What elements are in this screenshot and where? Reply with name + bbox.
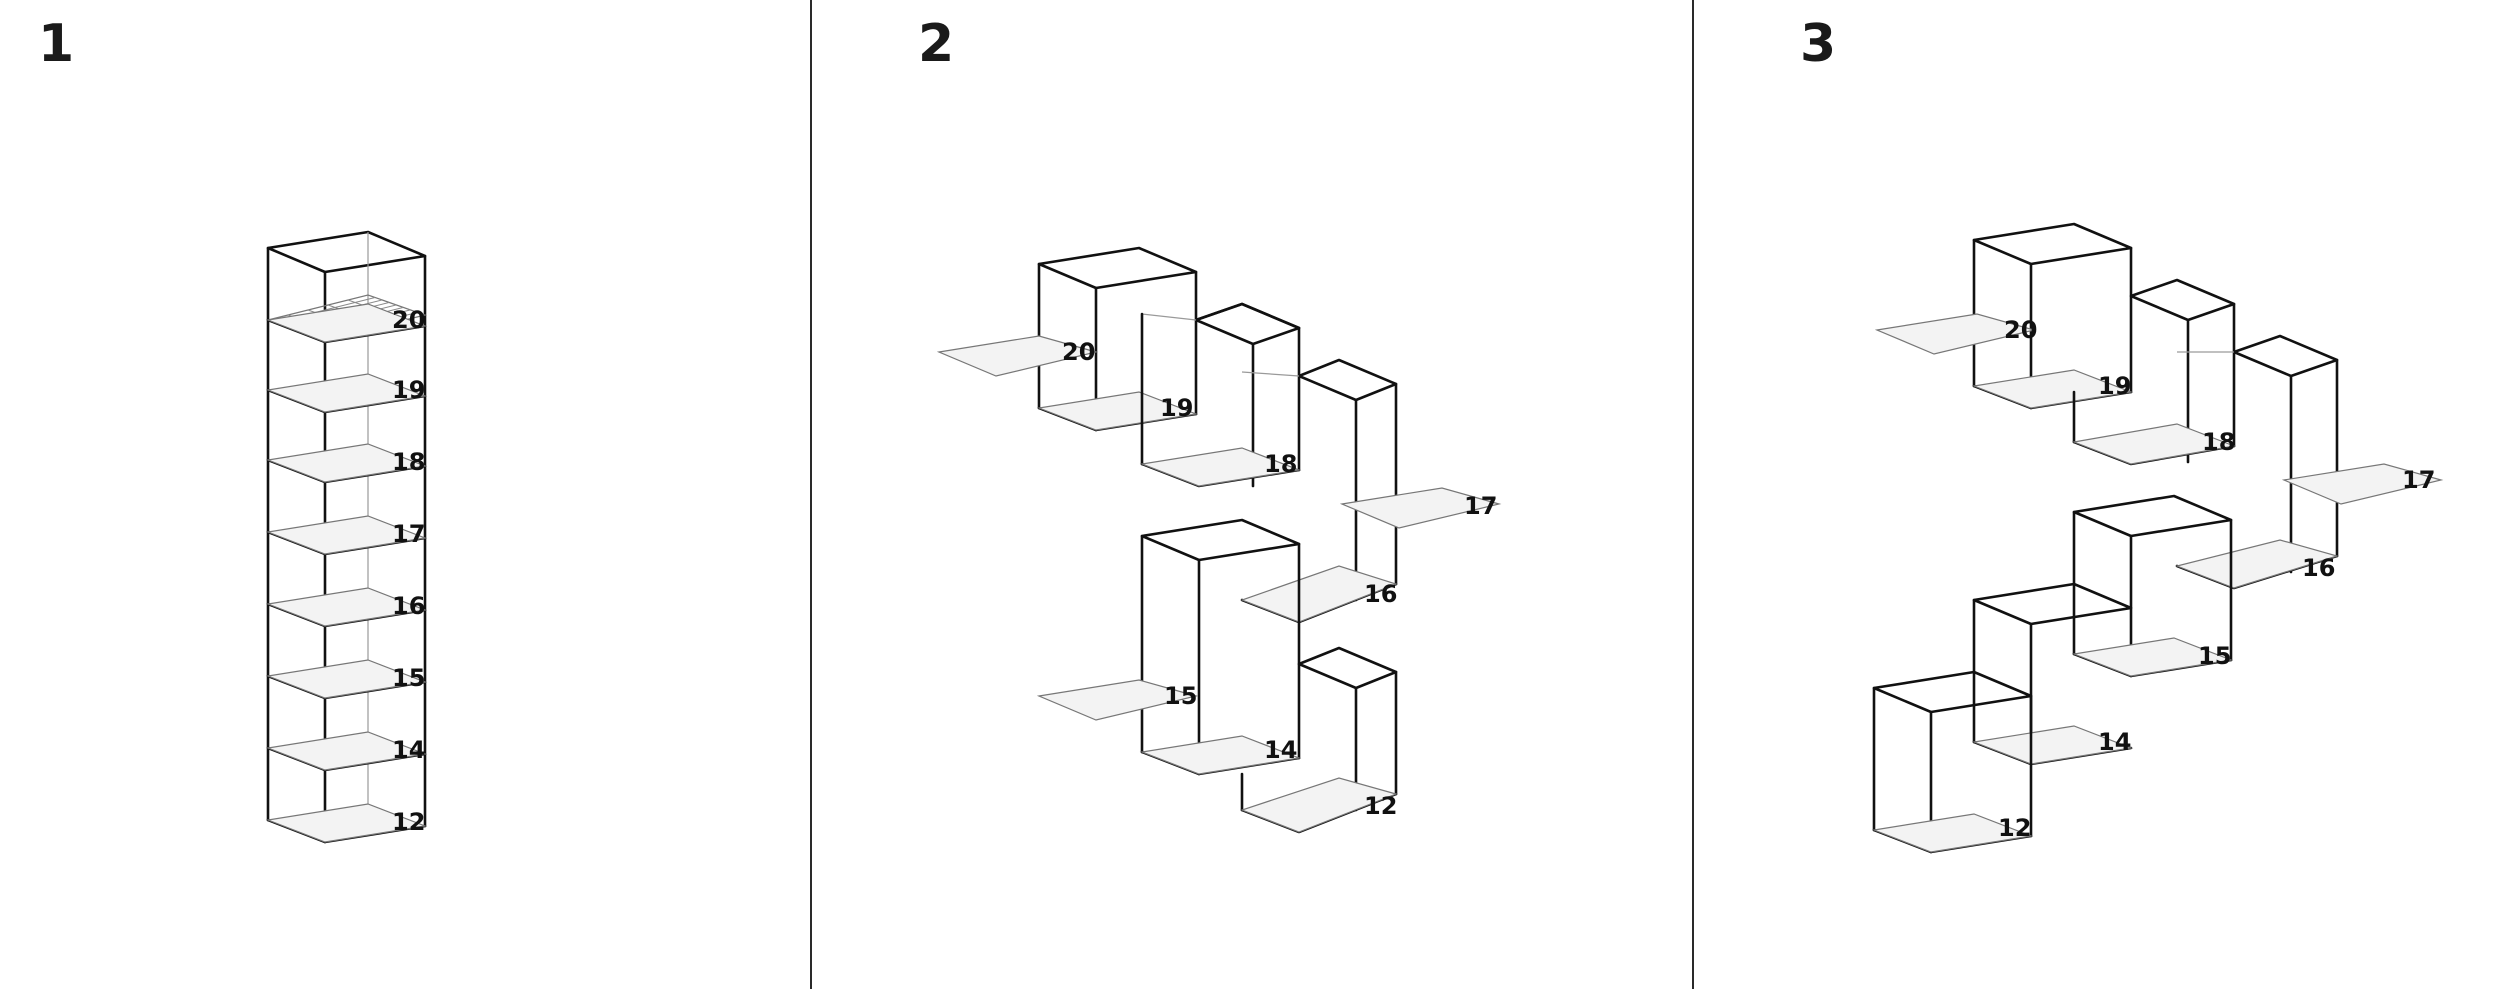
shelf-label-17: 17 <box>392 520 425 548</box>
shelf-label-18: 18 <box>392 448 425 476</box>
shelf-label-15: 15 <box>392 664 425 692</box>
step-number: 2 <box>918 14 955 74</box>
shelf-label-15: 15 <box>1164 682 1197 710</box>
shelf-label-19: 19 <box>392 376 425 404</box>
box-e <box>1240 646 1398 834</box>
shelf-label-20: 20 <box>2004 316 2037 344</box>
shelf-label-17: 17 <box>2402 466 2435 494</box>
tower-shelf-grids <box>265 303 428 843</box>
shelf-label-16: 16 <box>2302 554 2335 582</box>
step-number: 3 <box>1800 14 1837 74</box>
shelf-label-12: 12 <box>392 808 425 836</box>
step-panel-2: 2 <box>812 0 1692 989</box>
box-third-tall <box>2175 334 2340 590</box>
floating-shelf-17 <box>1339 487 1502 529</box>
box-second <box>2071 278 2237 466</box>
panel-divider-2 <box>1692 0 1694 989</box>
box-bottom <box>1871 670 2034 854</box>
shelf-label-18: 18 <box>1264 450 1297 478</box>
staircase-diagram: 20 19 18 17 16 15 14 12 <box>1871 222 2444 854</box>
shelf-label-19: 19 <box>2098 372 2131 400</box>
box-c <box>1240 358 1398 624</box>
shelf-label-17: 17 <box>1464 492 1497 520</box>
shelf-label-15: 15 <box>2198 642 2231 670</box>
shelf-label-20: 20 <box>392 306 425 334</box>
shelf-label-14: 14 <box>2098 728 2131 756</box>
shelf-label-16: 16 <box>392 592 425 620</box>
box-d <box>1139 518 1302 776</box>
shelf-label-12: 12 <box>1364 792 1397 820</box>
shelf-label-19: 19 <box>1160 394 1193 422</box>
shelf-label-14: 14 <box>1264 736 1297 764</box>
shelf-label-14: 14 <box>392 736 425 764</box>
step-panel-3: 3 <box>1694 0 2500 989</box>
box-top <box>1971 222 2134 410</box>
shelf-label-18: 18 <box>2202 428 2235 456</box>
shelf-label-12: 12 <box>1998 814 2031 842</box>
step-panel-1: 1 <box>0 0 810 989</box>
box-b <box>1139 302 1302 488</box>
step-number: 1 <box>38 14 75 74</box>
floating-shelf-17 <box>2281 463 2444 505</box>
shelf-label-16: 16 <box>1364 580 1397 608</box>
shelf-label-20: 20 <box>1062 338 1095 366</box>
staggered-boxes-diagram: 20 19 18 17 16 15 14 12 <box>936 246 1502 834</box>
box-a <box>1036 246 1199 432</box>
floating-shelf-20 <box>936 335 1099 377</box>
panel-divider-1 <box>810 0 812 989</box>
floating-shelf-15 <box>1036 679 1199 721</box>
floating-shelf-20 <box>1874 313 2037 355</box>
stacked-tower-diagram: 20 19 18 17 16 15 14 12 <box>265 230 428 844</box>
